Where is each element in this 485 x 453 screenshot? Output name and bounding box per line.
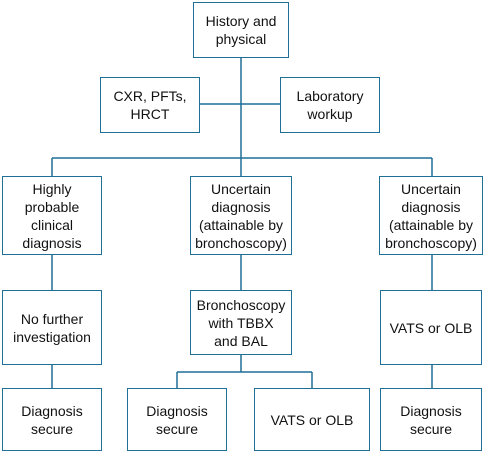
uncertain-diagnosis-right-box: Uncertain diagnosis (attainable by bronc… [379, 176, 483, 255]
bronchoscopy-box: Bronchoscopy with TBBX and BAL [190, 290, 292, 355]
highly-probable-diagnosis-box: Highly probable clinical diagnosis [2, 176, 102, 255]
no-further-investigation-box: No further investigation [2, 290, 102, 365]
diagnosis-secure-right-box: Diagnosis secure [380, 388, 482, 451]
laboratory-workup-box: Laboratory workup [280, 77, 380, 133]
diagnosis-secure-left-box: Diagnosis secure [2, 388, 102, 451]
uncertain-diagnosis-mid-box: Uncertain diagnosis (attainable by bronc… [190, 176, 292, 255]
diagnosis-secure-mid-box: Diagnosis secure [127, 388, 227, 451]
cxr-pfts-hrct-box: CXR, PFTs, HRCT [100, 77, 200, 133]
vats-olb-mid-box: VATS or OLB [254, 388, 370, 451]
vats-olb-right-box: VATS or OLB [380, 290, 482, 365]
history-physical-box: History and physical [193, 2, 289, 58]
